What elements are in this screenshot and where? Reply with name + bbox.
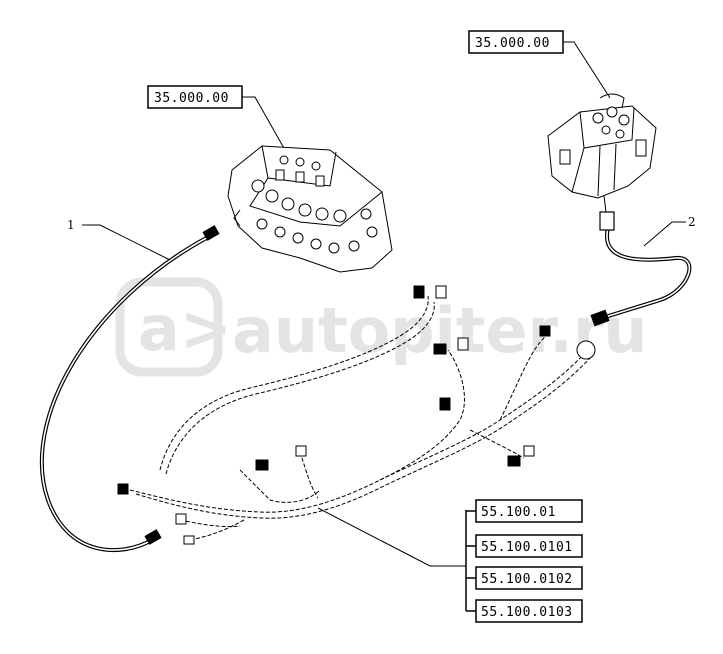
watermark-logo-glyph: a> [138, 292, 232, 365]
leader-item-2 [643, 221, 686, 247]
ref-label-top-right-text: 35.000.00 [475, 36, 550, 51]
cable-item-2-connector-bottom [590, 309, 610, 327]
leader-top-right [563, 41, 611, 99]
cable-item-1-connector-top [202, 225, 220, 241]
cable-item-1-connector-bottom [144, 529, 162, 545]
harness-ref-label-2-text: 55.100.0101 [481, 540, 573, 555]
ref-label-top-right[interactable]: 35.000.00 [468, 30, 564, 54]
harness-ref-group: 55.100.01 55.100.0101 55.100.0102 55.100… [317, 499, 583, 623]
harness-ref-label-1[interactable]: 55.100.01 [475, 499, 583, 523]
harness-connectors [117, 285, 596, 545]
ref-label-left[interactable]: 35.000.00 [147, 85, 243, 109]
harness-ref-label-4[interactable]: 55.100.0103 [475, 599, 583, 623]
leader-left [242, 96, 286, 151]
harness-ref-label-2[interactable]: 55.100.0101 [475, 534, 583, 558]
watermark-logo-box [115, 277, 223, 377]
leader-harness [317, 507, 466, 567]
ref-label-left-text: 35.000.00 [154, 91, 229, 106]
item-number-1: 1 [67, 218, 75, 232]
harness-ref-label-1-text: 55.100.01 [481, 505, 556, 520]
cable-item-2-connector-top [599, 211, 615, 231]
valve-block-left [227, 145, 393, 273]
watermark: a> autopiter.ru [115, 277, 648, 377]
leader-item-1 [82, 224, 171, 261]
valve-block-right [547, 93, 657, 213]
harness-ref-label-4-text: 55.100.0103 [481, 605, 573, 620]
harness-ref-label-3-text: 55.100.0102 [481, 572, 573, 587]
item-number-2: 2 [688, 215, 696, 229]
harness-ref-label-3[interactable]: 55.100.0102 [475, 566, 583, 590]
